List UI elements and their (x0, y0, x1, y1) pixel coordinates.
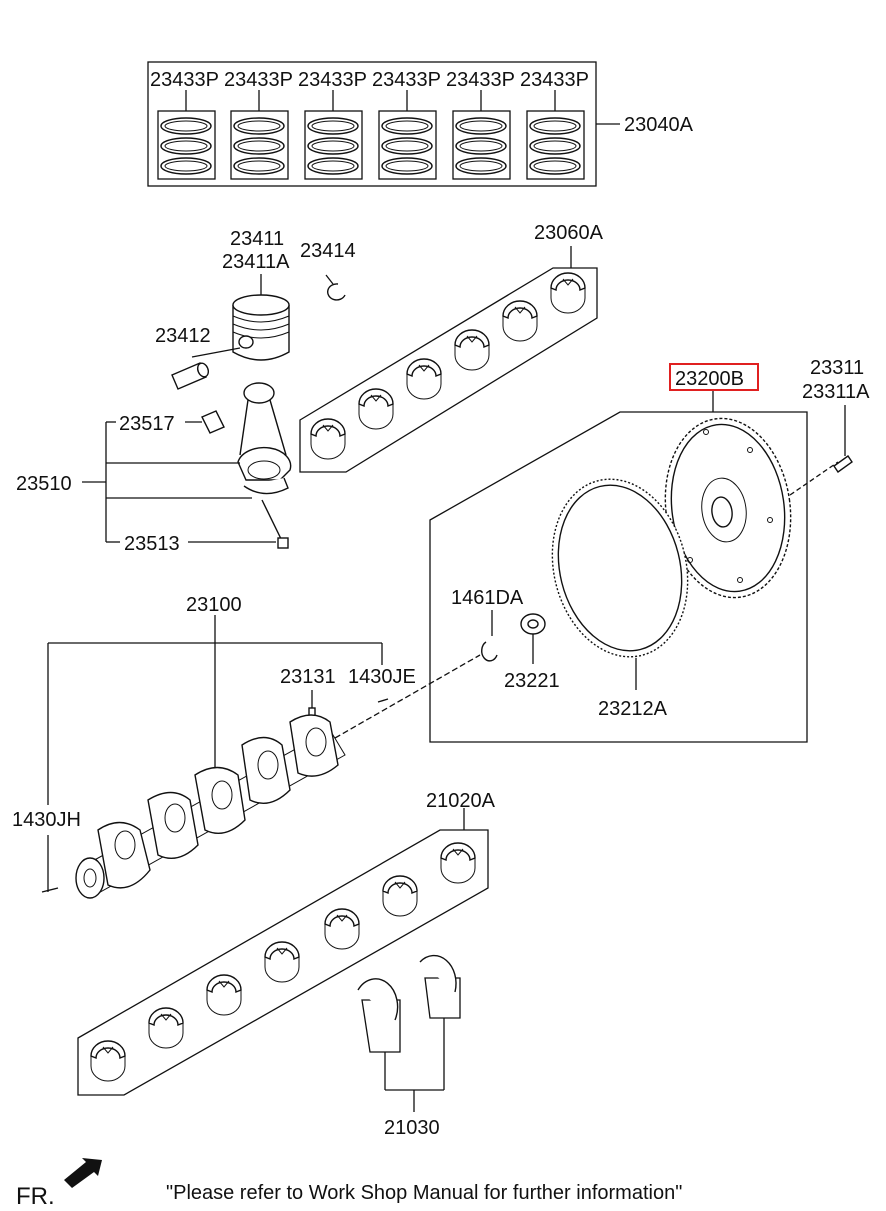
ring-set-box (147, 61, 620, 187)
ring-stack-4 (378, 90, 437, 180)
label-bolt-b[interactable]: 23311A (802, 381, 870, 403)
flywheel-bolt (789, 405, 853, 496)
label-bushing[interactable]: 23517 (119, 413, 175, 435)
footer-note: "Please refer to Work Shop Manual for fu… (166, 1182, 682, 1204)
ring-gear (551, 478, 689, 690)
label-upper-bearings[interactable]: 23060A (534, 222, 604, 244)
piston (232, 274, 290, 361)
label-ring-3[interactable]: 23433P (298, 69, 367, 91)
seal-ring (481, 610, 498, 662)
front-arrow-icon (64, 1158, 102, 1188)
flywheel-group (429, 390, 808, 743)
label-piston-b[interactable]: 23411A (222, 251, 290, 273)
label-lower-bearings[interactable]: 21020A (426, 790, 496, 812)
piston-pin (171, 347, 241, 390)
conrod-bolt (261, 499, 289, 549)
label-crankshaft[interactable]: 23100 (186, 594, 242, 616)
label-pin-h[interactable]: 1430JH (12, 809, 81, 831)
label-ring-gear[interactable]: 23212A (598, 698, 668, 720)
label-bolt-a[interactable]: 23311 (810, 357, 864, 379)
ring-stack-1 (157, 90, 216, 180)
label-flywheel[interactable]: 23200B (675, 368, 744, 390)
flywheel-highlight-box (669, 363, 759, 391)
label-ring-5[interactable]: 23433P (446, 69, 515, 91)
flywheel (664, 417, 792, 599)
label-ring-2[interactable]: 23433P (224, 69, 293, 91)
label-bushing-2[interactable]: 23221 (504, 670, 560, 692)
connecting-rod (237, 382, 292, 495)
label-pin-e[interactable]: 1430JE (348, 666, 416, 688)
label-conrod[interactable]: 23510 (16, 473, 72, 495)
snap-ring (325, 274, 346, 301)
upper-bearing-panel (299, 246, 598, 473)
lower-bearing-panel (77, 808, 489, 1096)
label-key[interactable]: 23131 (280, 666, 336, 688)
label-conrod-bolt[interactable]: 23513 (124, 533, 180, 555)
thrust-washers (357, 954, 461, 1112)
label-ring-assembly[interactable]: 23040A (624, 114, 694, 136)
ring-stack-2 (230, 90, 289, 180)
label-piston-a[interactable]: 23411 (230, 228, 284, 250)
label-snap-ring[interactable]: 23414 (300, 240, 356, 262)
label-ring-6[interactable]: 23433P (520, 69, 589, 91)
label-seal-ring[interactable]: 1461DA (451, 587, 524, 609)
label-ring-4[interactable]: 23433P (372, 69, 441, 91)
bushing-23221 (520, 613, 546, 664)
ring-stack-5 (452, 90, 511, 180)
ring-stack-6 (526, 90, 585, 180)
label-thrust-washer[interactable]: 21030 (384, 1117, 440, 1139)
ring-stack-3 (304, 90, 363, 180)
conrod-bracket (82, 421, 276, 543)
front-label: FR. (16, 1183, 55, 1210)
crankshaft (41, 615, 481, 899)
label-ring-1[interactable]: 23433P (150, 69, 219, 91)
bushing-23517 (201, 410, 225, 434)
label-piston-pin[interactable]: 23412 (155, 325, 211, 347)
